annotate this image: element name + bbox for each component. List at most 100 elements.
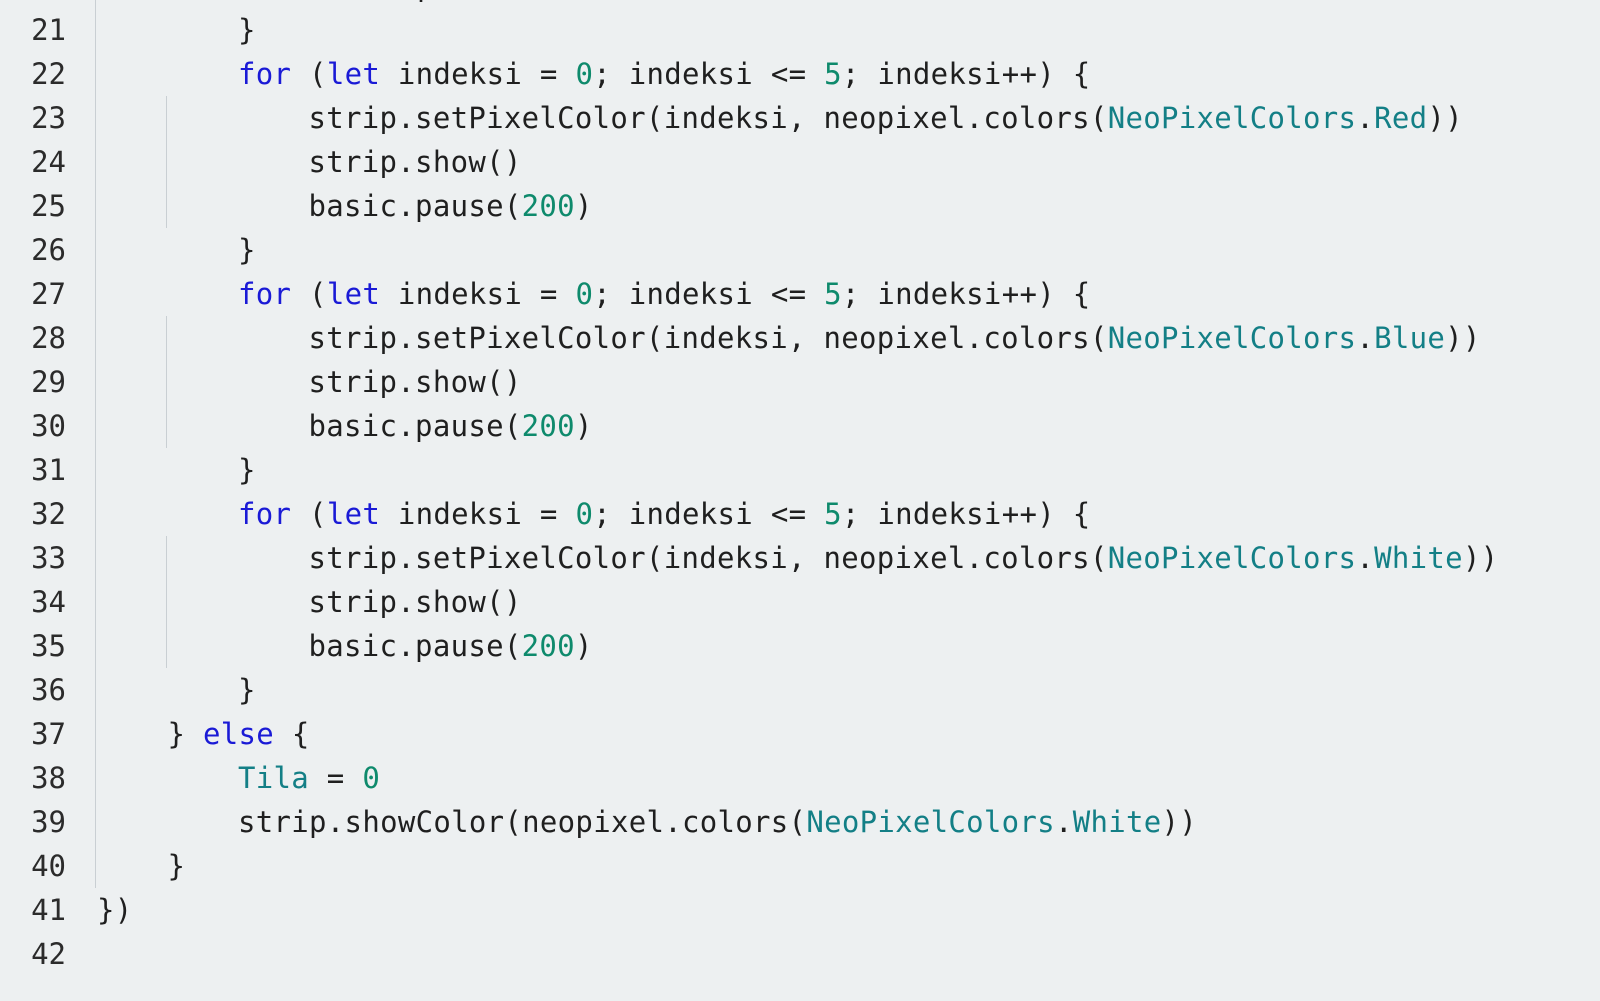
code-text: strip.setPixelColor(indeksi, neopixel.co… xyxy=(309,316,1481,361)
code-token: } xyxy=(238,453,256,487)
code-token: else xyxy=(203,717,275,751)
code-token: indeksi = xyxy=(380,57,576,91)
code-line[interactable]: 26} xyxy=(0,228,1600,273)
code-token: strip.setPixelColor(indeksi, neopixel.co… xyxy=(308,321,1108,355)
code-token: 0 xyxy=(362,761,381,795)
code-token: } xyxy=(238,673,256,707)
line-number: 35 xyxy=(31,629,66,663)
code-token: . xyxy=(1356,541,1375,575)
line-number: 26 xyxy=(31,233,66,267)
code-token: ) xyxy=(574,629,593,663)
code-line[interactable]: 35 basic.pause(200) xyxy=(0,624,1600,669)
code-token: basic.pause( xyxy=(308,629,522,663)
code-token: } xyxy=(167,717,204,751)
code-text: } xyxy=(238,668,256,713)
code-line[interactable]: 39 strip.showColor(neopixel.colors(NeoPix… xyxy=(0,800,1600,845)
code-token: NeoPixelColors xyxy=(1107,101,1357,135)
code-token: let xyxy=(326,497,381,531)
code-token: } xyxy=(238,13,256,47)
code-token: strip.setPixelColor(indeksi, neopixel.co… xyxy=(308,541,1108,575)
code-token: White xyxy=(1374,541,1463,575)
code-token: } xyxy=(167,849,186,883)
code-token: White xyxy=(1072,805,1162,839)
code-text: Tila = 0 xyxy=(238,756,380,801)
code-line[interactable]: 41}) xyxy=(0,888,1600,933)
line-number: 34 xyxy=(31,585,66,619)
code-text: strip.show() xyxy=(309,140,522,185)
code-token: } xyxy=(238,233,256,267)
code-token: Tila xyxy=(238,761,310,795)
code-token: ) xyxy=(574,189,593,223)
line-number: 23 xyxy=(31,101,66,135)
indent-guide xyxy=(166,316,167,448)
code-token: . xyxy=(1356,101,1375,135)
code-token: ; indeksi <= xyxy=(593,57,825,91)
line-number: 39 xyxy=(31,805,66,839)
code-token: strip.show() xyxy=(308,145,522,179)
code-token: 200 xyxy=(521,629,575,663)
line-number: 40 xyxy=(31,849,66,883)
line-number: 25 xyxy=(31,189,66,223)
code-text: basic.pause(200) xyxy=(309,624,593,669)
code-text: }) xyxy=(97,888,133,933)
code-token: = xyxy=(309,761,363,795)
line-number: 42 xyxy=(31,937,66,971)
code-token: 0 xyxy=(575,277,594,311)
code-line[interactable]: 38 Tila = 0 xyxy=(0,756,1600,801)
indent-guide xyxy=(166,536,167,668)
code-text: } xyxy=(238,448,256,493)
code-token: strip.setPixelColor(indeksi, neopixel.co… xyxy=(308,101,1108,135)
code-token: let xyxy=(326,277,381,311)
code-line[interactable]: 25 basic.pause(200) xyxy=(0,184,1600,229)
code-line[interactable]: 36} xyxy=(0,668,1600,713)
code-line[interactable]: 23 strip.setPixelColor(indeksi, neopixel.… xyxy=(0,96,1600,141)
code-text: for (let indeksi = 0; indeksi <= 5; inde… xyxy=(238,52,1091,97)
code-line[interactable]: 31} xyxy=(0,448,1600,493)
code-text: basic.pause(200) xyxy=(309,404,593,449)
code-token: strip.show() xyxy=(308,365,522,399)
line-number: 41 xyxy=(31,893,66,927)
code-text: } xyxy=(238,8,256,53)
code-token: ( xyxy=(291,277,327,311)
code-token: )) xyxy=(1462,541,1499,575)
code-line[interactable]: 21} xyxy=(0,8,1600,53)
code-line[interactable]: 42 xyxy=(0,932,1600,977)
code-text: for (let indeksi = 0; indeksi <= 5; inde… xyxy=(238,492,1091,537)
code-token: ; indeksi++) { xyxy=(841,57,1091,91)
code-token: 0 xyxy=(575,57,594,91)
indent-guide xyxy=(95,0,96,888)
code-token: ) xyxy=(574,409,593,443)
code-text: for (let indeksi = 0; indeksi <= 5; inde… xyxy=(238,272,1091,317)
code-token: 5 xyxy=(824,277,842,311)
code-token: }) xyxy=(97,893,133,927)
code-text: basic.pause(200) xyxy=(168,0,594,9)
line-number: 31 xyxy=(31,453,66,487)
code-text: } xyxy=(168,844,186,889)
code-token: NeoPixelColors xyxy=(1107,321,1357,355)
line-number: 36 xyxy=(31,673,66,707)
code-token: for xyxy=(238,497,292,531)
code-line[interactable]: 37} else { xyxy=(0,712,1600,757)
code-token: 5 xyxy=(824,497,842,531)
line-number: 38 xyxy=(31,761,66,795)
code-text: strip.setPixelColor(indeksi, neopixel.co… xyxy=(309,96,1463,141)
code-token: 200 xyxy=(521,189,575,223)
code-line[interactable]: 34 strip.show() xyxy=(0,580,1600,625)
code-token: indeksi = xyxy=(380,277,576,311)
code-text: strip.showColor(neopixel.colors(NeoPixel… xyxy=(238,800,1197,845)
code-token: for xyxy=(238,277,292,311)
code-token: NeoPixelColors xyxy=(806,805,1055,839)
code-token: { xyxy=(274,717,310,751)
code-line[interactable]: 40} xyxy=(0,844,1600,889)
code-token: basic.pause( xyxy=(308,189,522,223)
code-text: strip.show() xyxy=(309,580,522,625)
